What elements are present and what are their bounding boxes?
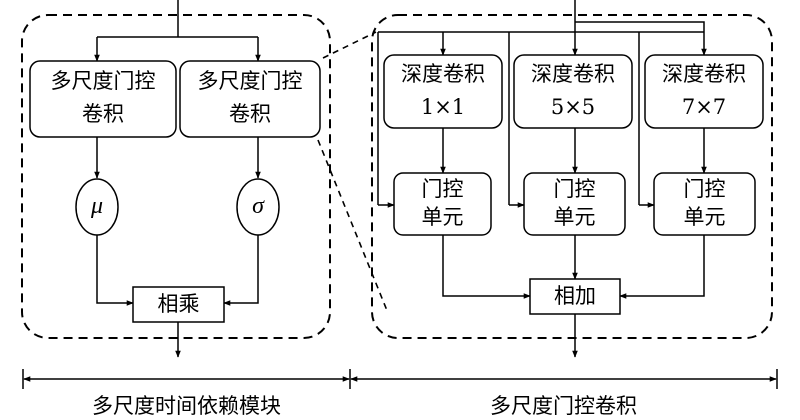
depth-conv-2-line2: 5×5: [550, 95, 596, 119]
zoom-line-top: [322, 31, 377, 59]
right-module-caption: 多尺度门控卷积: [490, 394, 637, 418]
gated-conv-a-line2: 卷积: [82, 102, 124, 126]
depth-conv-3-line2: 7×7: [681, 95, 727, 119]
gate-unit-3-line1: 门控: [683, 177, 726, 201]
gate-unit-3-line2: 单元: [683, 205, 726, 229]
gate-unit-1-line2: 单元: [421, 205, 464, 229]
gated-conv-b-line1: 多尺度门控: [197, 69, 303, 93]
left-module-frame: [21, 14, 331, 339]
gate-unit-2-line2: 单元: [553, 205, 596, 229]
gate-unit-2-line1: 门控: [553, 177, 596, 201]
depth-conv-2-line1: 深度卷积: [531, 62, 615, 86]
gated-conv-box-b: [179, 60, 321, 138]
add-label: 相加: [554, 284, 596, 308]
depth-conv-1-line2: 1×1: [420, 95, 466, 119]
zoom-line-bottom: [317, 139, 389, 314]
left-module-caption: 多尺度时间依赖模块: [92, 394, 281, 418]
add-box: [529, 278, 621, 315]
depth-conv-box-2: [513, 54, 633, 129]
depth-conv-1-line1: 深度卷积: [401, 62, 485, 86]
gated-conv-box-a: [29, 60, 177, 138]
sigma-symbol: σ: [252, 193, 264, 219]
gated-conv-b-line2: 卷积: [229, 102, 271, 126]
multiply-box: [132, 286, 225, 323]
depth-conv-3-line1: 深度卷积: [662, 62, 746, 86]
gated-conv-a-line1: 多尺度门控: [50, 69, 156, 93]
gate-unit-1-line1: 门控: [421, 177, 464, 201]
multiply-label: 相乘: [157, 292, 200, 316]
mu-symbol: μ: [90, 193, 104, 219]
right-module-frame: [371, 14, 773, 339]
